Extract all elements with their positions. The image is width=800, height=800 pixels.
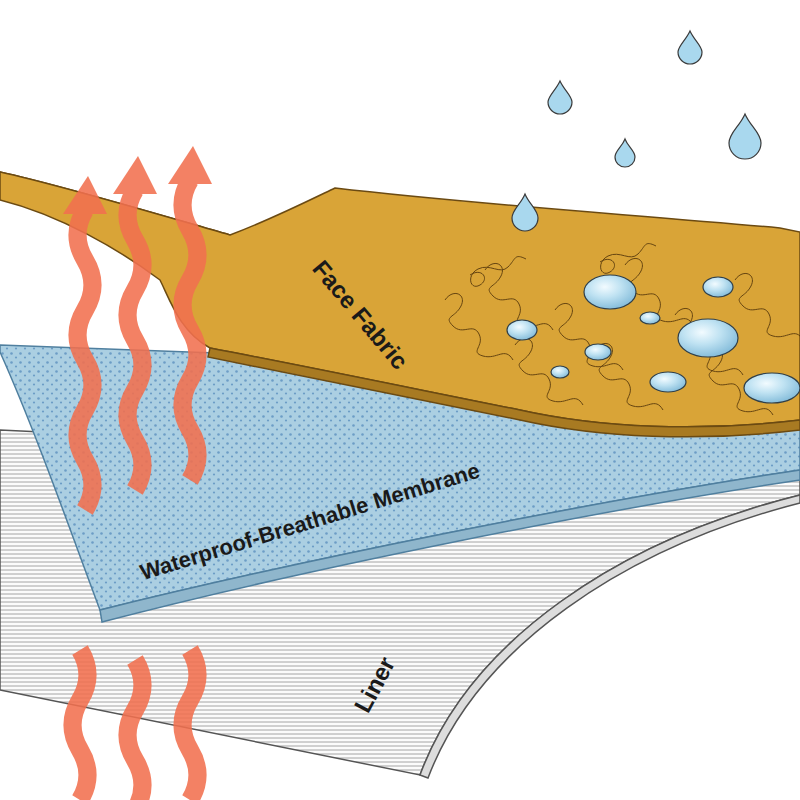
label-holder: Liner [350, 653, 401, 717]
fabric-layer: Waterproof-Breathable Membrane [0, 340, 800, 630]
label-holder: Waterproof-Breathable Membrane [137, 459, 482, 586]
fabric-layer: Liner [0, 425, 800, 785]
layer-outline [420, 495, 800, 778]
label-holder: Face Fabric [307, 255, 413, 374]
rain-drops [512, 31, 761, 231]
layer-shape [0, 425, 800, 785]
layer-label: Waterproof-Breathable Membrane [137, 459, 482, 586]
layer-outline [0, 430, 800, 775]
heat-arrows [63, 146, 212, 800]
layer-label: Liner [350, 653, 401, 717]
layer-label: Face Fabric [307, 255, 413, 374]
layer-shape [0, 165, 800, 440]
fabric-layer: Face Fabric [0, 165, 800, 440]
